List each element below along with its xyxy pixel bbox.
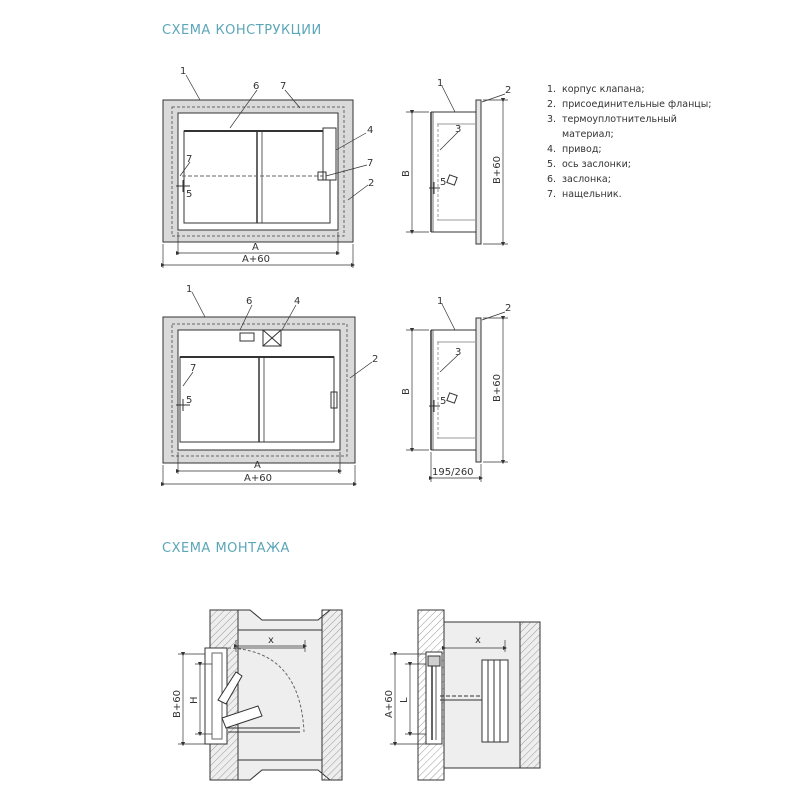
callout-7: 7: [186, 154, 192, 165]
callout-4: 4: [294, 296, 300, 307]
callout-7: 7: [190, 363, 196, 374]
callout-6: 6: [246, 296, 252, 307]
callout-3: 3: [455, 347, 461, 358]
callout-5: 5: [440, 396, 446, 407]
callout-2: 2: [505, 303, 511, 314]
callout-2: 2: [372, 354, 378, 365]
front-view-1: [160, 74, 369, 268]
callout-1: 1: [437, 78, 443, 89]
dim-depth: 195/260: [432, 467, 474, 478]
callout-1: 1: [186, 284, 192, 295]
front-view-2: [160, 291, 373, 487]
side-view-1: [406, 85, 508, 247]
legend-item: 6.заслонка;: [547, 174, 611, 185]
legend-item: 7.нащельник.: [547, 189, 622, 200]
dim-a60: A+60: [244, 473, 272, 484]
callout-1: 1: [180, 66, 186, 77]
callout-4: 4: [367, 125, 373, 136]
dim-a: A: [254, 460, 261, 471]
callout-3: 3: [455, 124, 461, 135]
legend-item: 2.присоединительные фланцы;: [547, 99, 712, 110]
dim-a: A: [252, 242, 259, 253]
mounting-view-right: [390, 609, 541, 781]
construction-title: СХЕМА КОНСТРУКЦИИ: [162, 23, 322, 38]
dim-a60: A+60: [242, 254, 270, 265]
dim-h: H: [189, 696, 200, 704]
callout-7: 7: [367, 158, 373, 169]
dim-a60: A+60: [384, 690, 395, 718]
dim-l: L: [399, 697, 410, 703]
legend-item: 1.корпус клапана;: [547, 84, 645, 95]
callout-5: 5: [186, 189, 192, 200]
dim-b60: B+60: [492, 156, 503, 184]
dim-b60: B+60: [172, 690, 183, 718]
callout-2: 2: [505, 85, 511, 96]
dim-b: B: [401, 170, 412, 177]
legend: 1.корпус клапана; 2.присоединительные фл…: [547, 82, 717, 202]
legend-item: 4.привод;: [547, 144, 602, 155]
callout-7: 7: [280, 81, 286, 92]
legend-item: 3.термоуплотнительный материал;: [547, 114, 677, 140]
dim-b: B: [401, 388, 412, 395]
mounting-title: СХЕМА МОНТАЖА: [162, 541, 290, 556]
legend-item: 5.ось заслонки;: [547, 159, 631, 170]
callout-2: 2: [368, 178, 374, 189]
dim-b60: B+60: [492, 374, 503, 402]
callout-5: 5: [186, 395, 192, 406]
callout-6: 6: [253, 81, 259, 92]
side-view-2: [406, 303, 508, 482]
mounting-view-left: [178, 609, 343, 781]
callout-5: 5: [440, 177, 446, 188]
dim-x: x: [475, 635, 481, 646]
dim-x: x: [268, 635, 274, 646]
callout-1: 1: [437, 296, 443, 307]
